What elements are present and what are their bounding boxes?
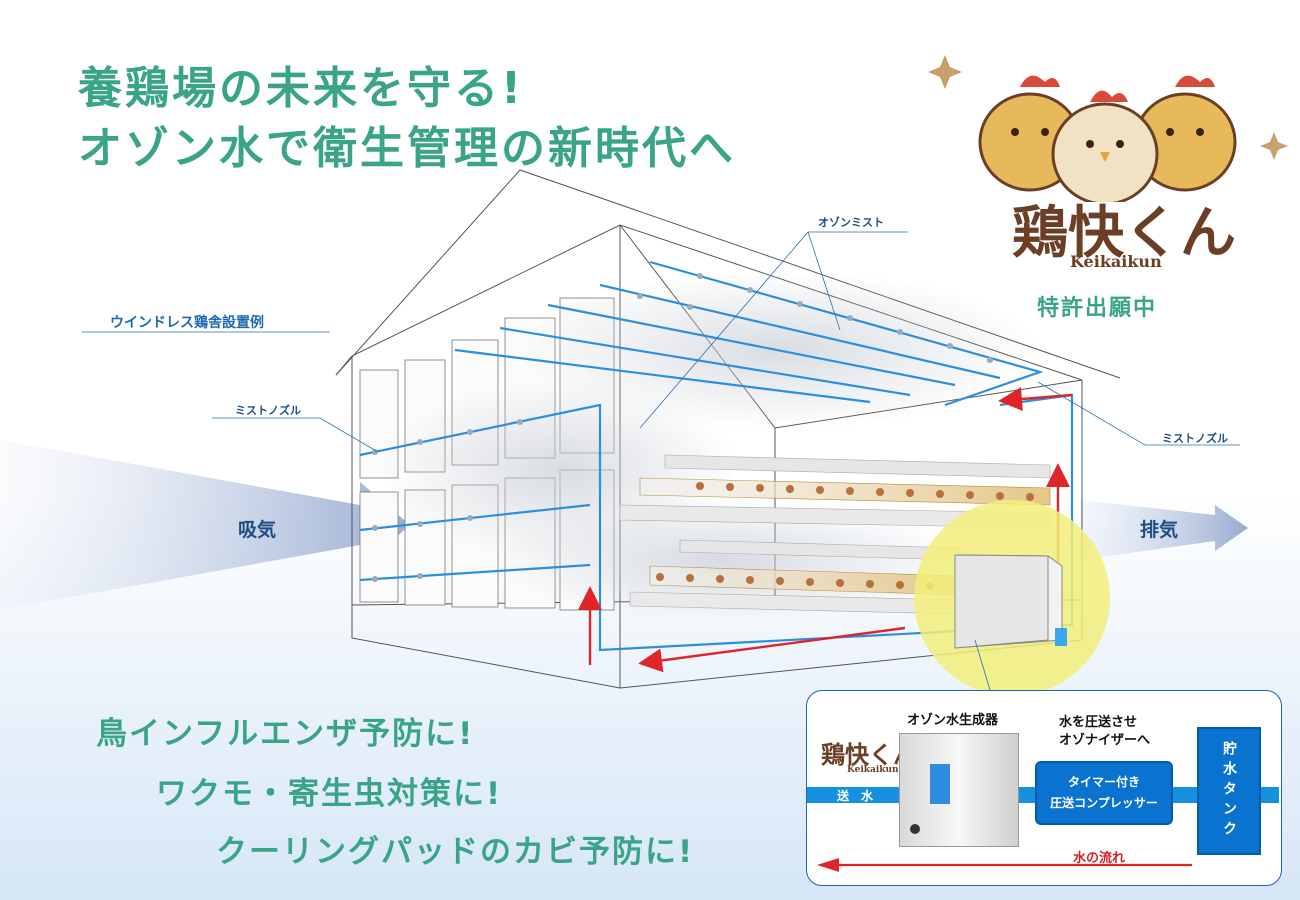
- chicken-icon: [978, 75, 1237, 202]
- logo-romaji: Keikaikun: [1070, 252, 1162, 271]
- chicken-mascots-logo: [928, 55, 1288, 202]
- benefit-avian-flu: 鳥インフルエンザ予防に!: [96, 716, 475, 752]
- water-tank-box: 貯水タンク: [1197, 727, 1261, 855]
- pump-label-line2: オゾナイザーへ: [1059, 733, 1151, 748]
- chicken-row: [656, 482, 1034, 590]
- port-icon: [910, 824, 920, 834]
- mist-nozzle-label-right: ミストノズル: [1162, 432, 1228, 445]
- water-send-label: 送 水: [837, 789, 874, 803]
- generator-label: オゾン水生成器: [907, 713, 999, 728]
- system-diagram: 送 水 鶏快くん Keikaikun オゾン水生成器 水を圧送させ オゾナイザー…: [806, 690, 1282, 886]
- ozone-generator-unit: [954, 554, 1067, 649]
- windowless-house-label: ウインドレス鶏舎設置例: [110, 315, 264, 331]
- headline-line1: 養鶏場の未来を守る!: [78, 63, 525, 114]
- mist-nozzles: [372, 273, 993, 582]
- generator-unit: [899, 733, 1019, 847]
- return-flow-arrow: [817, 858, 1192, 872]
- intake-label: 吸気: [238, 519, 277, 541]
- exhaust-airflow: [1080, 500, 1248, 560]
- pump-label-line1: 水を圧送させ: [1059, 715, 1138, 730]
- cage-rows: [619, 454, 1051, 615]
- callout-lines: [82, 231, 1240, 691]
- exhaust-label: 排気: [1140, 519, 1179, 541]
- patent-pending-label: 特許出願中: [1037, 296, 1158, 321]
- intake-airflow: [0, 440, 410, 610]
- sparkle-icon: [928, 55, 1288, 160]
- compressor-line1: タイマー付き: [1067, 775, 1140, 789]
- water-flow-label: 水の流れ: [1073, 851, 1126, 866]
- compressor-box: タイマー付き 圧送コンプレッサー: [1035, 761, 1173, 825]
- ozone-mist-label: オゾンミスト: [818, 216, 884, 229]
- diagram-logo-romaji: Keikaikun: [847, 765, 899, 775]
- headline-line2: オゾン水で衛生管理の新時代へ: [78, 123, 736, 174]
- mist-nozzle-label-left: ミストノズル: [235, 404, 301, 417]
- benefit-parasite: ワクモ・寄生虫対策に!: [156, 776, 503, 812]
- logo-name: 鶏快くん: [1012, 200, 1236, 266]
- benefit-mold: クーリングパッドのカビ予防に!: [216, 834, 695, 870]
- control-panel: [930, 764, 950, 804]
- compressor-line2: 圧送コンプレッサー: [1050, 796, 1158, 810]
